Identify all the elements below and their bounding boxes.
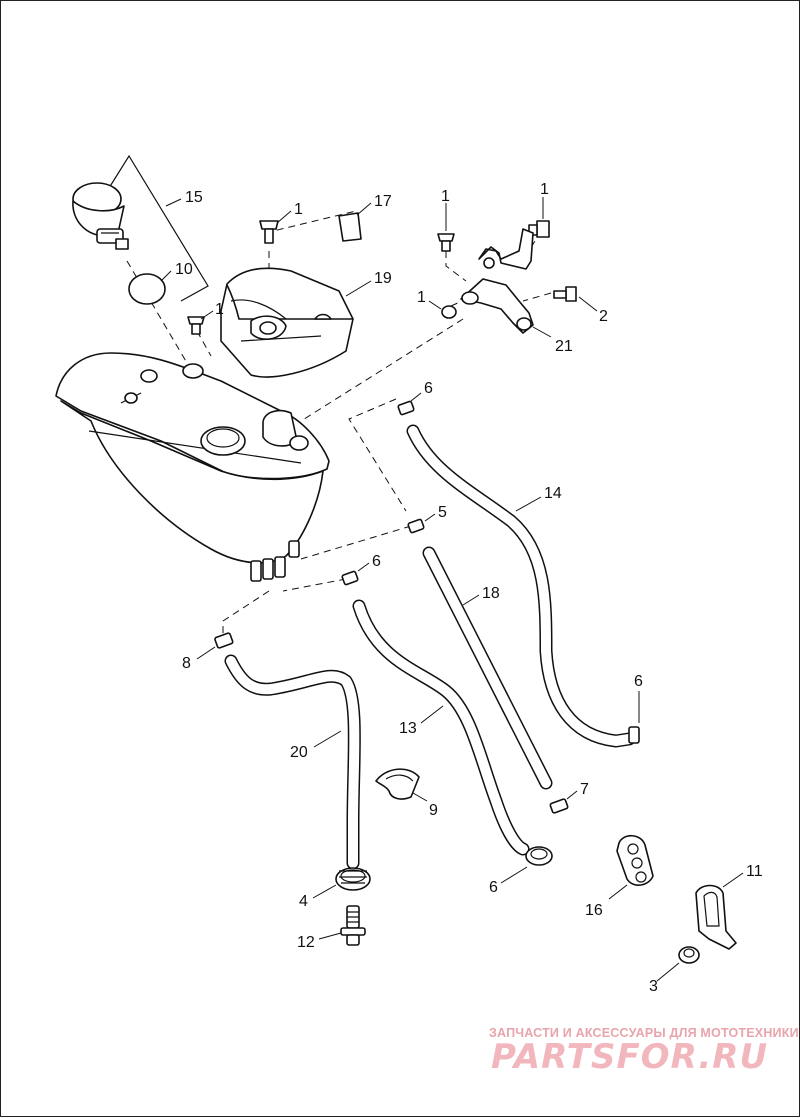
callout-17: 17 [374,193,392,210]
hose-13 [352,599,530,856]
callout-11: 11 [746,863,763,880]
callout-1-top: 1 [294,201,303,218]
callout-21: 21 [555,338,573,355]
callout-3: 3 [649,978,658,995]
callout-18: 18 [482,585,500,602]
callout-15: 15 [185,189,203,206]
hose-18 [422,546,553,790]
callout-14: 14 [544,485,562,502]
bolt-1-bracket-c [441,305,457,319]
callout-6-top: 6 [424,380,433,397]
callout-5: 5 [438,504,447,521]
tank-cover-19 [220,267,354,378]
callout-4: 4 [299,893,308,910]
hose-clamp-4 [335,867,371,891]
bolt-1-top [259,220,279,244]
callout-9: 9 [429,802,438,819]
fitting-5 [407,518,425,534]
callout-20: 20 [290,744,308,761]
leader-lines [160,197,744,982]
label-pad-17 [338,212,362,242]
hose-14 [406,424,636,748]
fitting-7 [549,798,569,814]
watermark-tagline: ЗАПЧАСТИ И АКСЕССУАРЫ ДЛЯ МОТОТЕХНИКИ [489,1026,799,1040]
filler-cap-15 [72,154,209,302]
callout-2: 2 [599,308,608,325]
mounting-bracket-21 [460,228,534,334]
clamp-6-mid [341,570,359,586]
callout-1-bracket-b: 1 [540,181,549,198]
callout-1-bracket-c: 1 [417,289,426,306]
o-ring-10 [128,273,166,305]
clamp-6-top [397,400,415,416]
clamp-6-bottom [525,846,553,866]
hose-clip-9 [375,768,420,800]
bracket-11 [695,884,737,950]
clamp-6-right [628,726,640,744]
callout-labels: 15 10 1 17 19 1 1 1 1 2 21 6 14 5 6 18 8… [175,181,763,995]
callout-6-right: 6 [634,673,643,690]
callout-10: 10 [175,261,193,278]
callout-13: 13 [399,720,417,737]
reservoir-tank [55,352,330,582]
nut-3 [678,946,700,964]
bolt-1-bracket-a [437,233,455,252]
fitting-8 [214,632,234,649]
callout-16: 16 [585,902,603,919]
callout-12: 12 [297,934,315,951]
bolt-2 [553,286,577,302]
callout-8: 8 [182,655,191,672]
callout-6-mid: 6 [372,553,381,570]
bolt-1-tank [187,316,205,335]
callout-1-tank: 1 [215,301,224,318]
hose-20 [224,654,361,870]
drain-plug-12 [340,905,366,946]
watermark-logo: PARTSFOR.RU [491,1037,769,1077]
callout-1-bracket-a: 1 [441,188,450,205]
hose-holder-16 [616,834,654,886]
callout-7: 7 [580,781,589,798]
callout-6-bottom: 6 [489,879,498,896]
callout-19: 19 [374,270,392,287]
